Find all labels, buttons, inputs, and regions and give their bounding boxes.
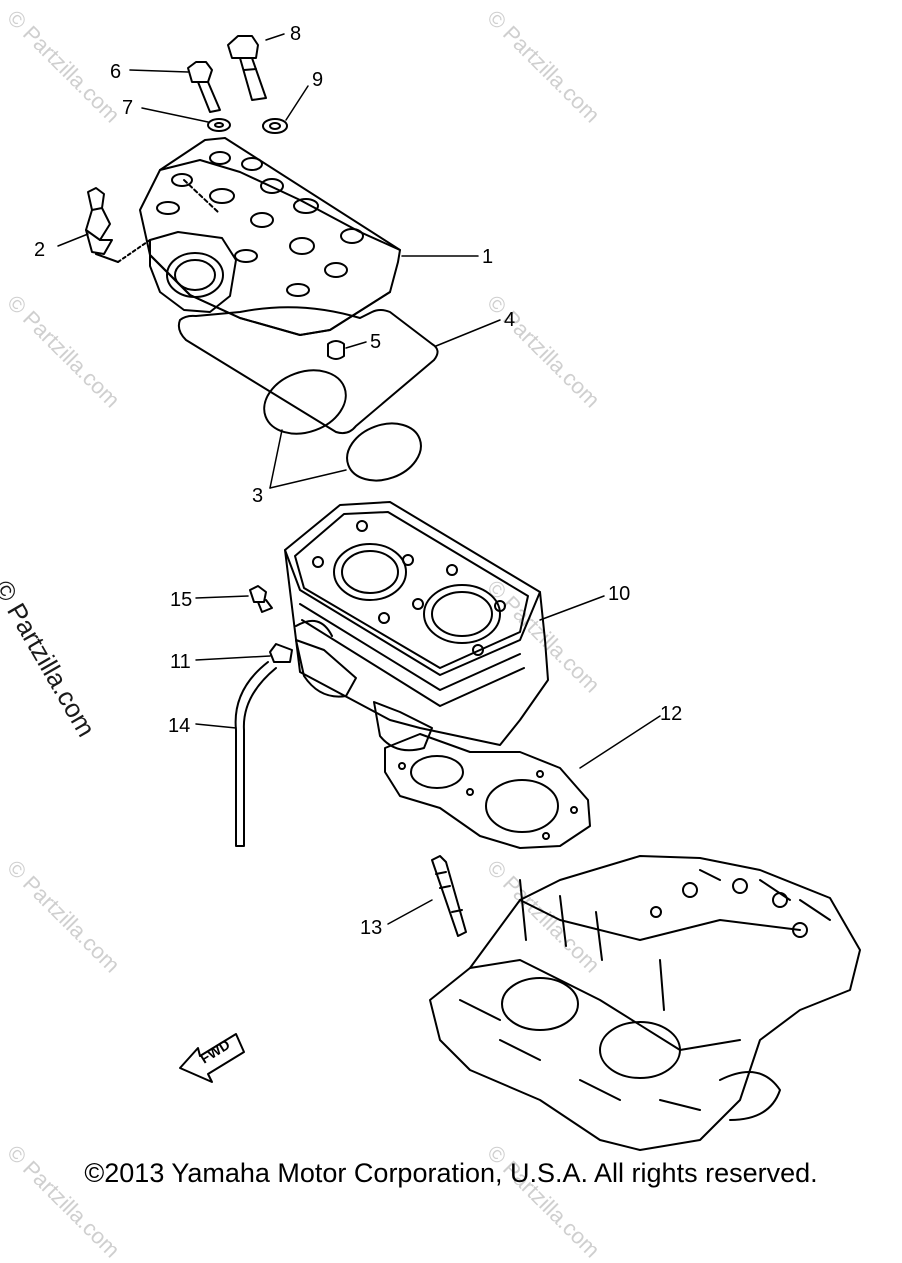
exploded-parts-diagram: FWD 8 6 7 9 2 1 5 4 3 15 10 11 14 12 13 [34, 23, 861, 1151]
part-9-washer-hole [269, 122, 281, 130]
part-6-short-bolt [187, 61, 221, 113]
callout-10: 10 [608, 583, 630, 605]
callout-15: 15 [170, 589, 192, 611]
callout-12: 12 [660, 703, 682, 725]
part-5-dowel-pin [327, 340, 345, 360]
callout-5: 5 [370, 331, 381, 353]
callout-7: 7 [122, 97, 133, 119]
callout-8: 8 [290, 23, 301, 45]
part-7-washer-hole [214, 122, 224, 128]
callout-6: 6 [110, 61, 121, 83]
part-4-head-gasket [177, 306, 439, 435]
leader-lines [57, 33, 661, 925]
part-13-stud-bolt [431, 855, 467, 937]
forward-direction-arrow: FWD [179, 1033, 245, 1083]
part-9-washer [262, 118, 288, 134]
part-12-base-gasket [384, 733, 591, 849]
callout-1: 1 [482, 246, 493, 268]
callout-13: 13 [360, 917, 382, 939]
callout-2: 2 [34, 239, 45, 261]
part-15-plug-bolt [249, 585, 273, 613]
crankcase-assembly [429, 855, 861, 1151]
callout-14: 14 [168, 715, 190, 737]
part-14-hose [234, 661, 277, 847]
callout-11: 11 [170, 651, 191, 673]
callout-9: 9 [312, 69, 323, 91]
part-8-long-bolt [227, 35, 267, 101]
part-11-hose-fitting [269, 643, 293, 663]
callout-numbers: 8 6 7 9 2 1 5 4 3 15 10 11 14 12 13 [34, 23, 682, 939]
copyright-footer: ©2013 Yamaha Motor Corporation, U.S.A. A… [84, 1158, 818, 1188]
part-3-o-ring-lower [346, 422, 422, 482]
part-7-washer [207, 118, 231, 132]
callout-4: 4 [504, 309, 515, 331]
part-3-o-ring-upper [263, 369, 347, 435]
part-10-cylinder [284, 501, 549, 752]
part-1-cylinder-head [117, 137, 401, 336]
part-2-spark-plug [85, 187, 119, 263]
callout-3: 3 [252, 485, 263, 507]
